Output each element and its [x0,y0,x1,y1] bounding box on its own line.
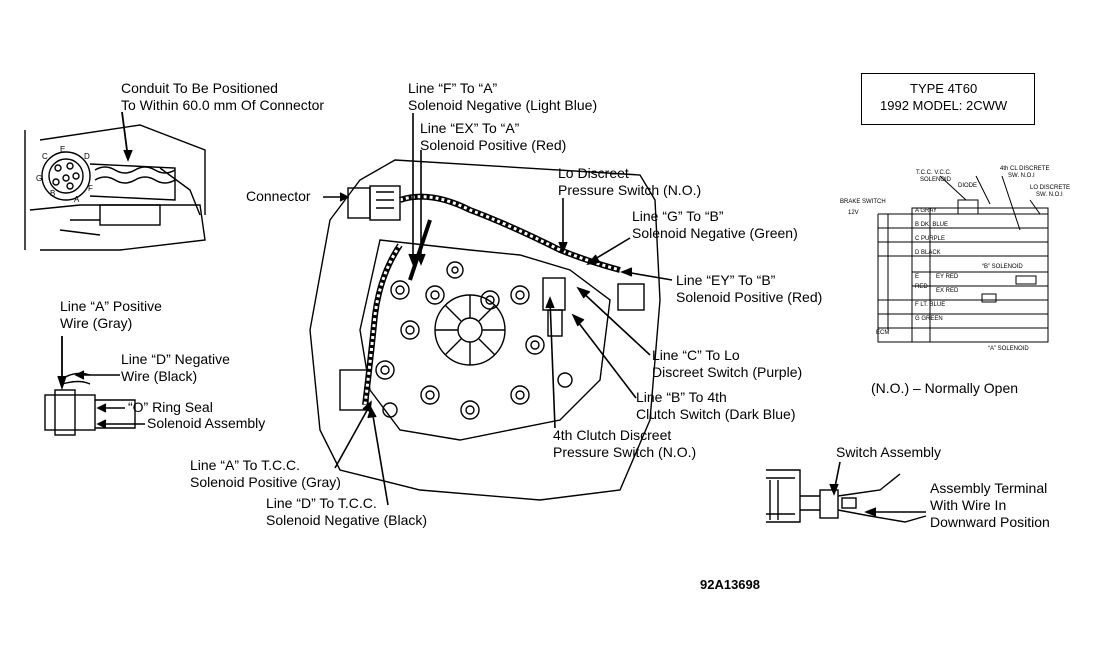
line-a-tcc-label-1: Line “A” To T.C.C. [190,457,300,473]
line-ey-label-2: Solenoid Positive (Red) [676,289,823,305]
switch-assembly-drawing [766,461,927,523]
line-d-tcc-label-2: Solenoid Negative (Black) [266,512,428,528]
wire-b-dk-blue: B DK. BLUE [915,222,949,228]
fourth-clutch-label-1: 4th Clutch Discreet [553,427,672,443]
line-f-label-1: Line “F” To “A” [408,80,498,96]
wiring-schematic-drawing [877,175,1049,343]
line-d-tcc-label-1: Line “D” To T.C.C. [266,495,377,511]
connector-detail-drawing [24,111,206,251]
wire-d-black: D BLACK [915,250,941,256]
fourth-cl-discrete-label-1: 4th CL DISCRETE [1000,166,1050,172]
line-ex-label-2: Solenoid Positive (Red) [420,137,567,153]
wire-f-lt-blue: F LT. BLUE [915,302,946,308]
pin-label-a: A [74,195,80,204]
lo-discrete-label-2: SW. N.O.I [1036,192,1063,198]
figure-id: 92A13698 [700,577,760,592]
terminal-label-1: Assembly Terminal [930,480,1048,496]
solenoid-assembly-label: Solenoid Assembly [147,415,266,431]
wire-ex-red: EX RED [936,288,959,294]
conduit-label-2: To Within 60.0 mm Of Connector [121,97,325,113]
line-b-label-1: Line “B” To 4th [636,389,727,405]
tcc-solenoid-label-1: T.C.C. V.C.C. [916,170,952,176]
terminal-label-2: With Wire In [930,497,1007,513]
lo-discrete-label-1: LO DISCRETE [1030,185,1071,191]
lo-discreet-label-2: Pressure Switch (N.O.) [558,182,702,198]
normally-open-legend: (N.O.) – Normally Open [871,380,1019,396]
pin-label-c: C [42,152,48,161]
fourth-clutch-label-2: Pressure Switch (N.O.) [553,444,697,460]
o-ring-seal-label: “O” Ring Seal [128,399,213,415]
line-ex-label-1: Line “EX” To “A” [420,120,520,136]
wire-ey-red: EY RED [936,274,959,280]
brake-switch-label: BRAKE SWITCH [840,199,886,205]
wire-e: E [915,274,920,280]
tcc-solenoid-label-2: SOLENOID [920,177,952,183]
line-a-positive-label-1: Line “A” Positive [60,298,162,314]
pin-label-b: B [50,189,56,198]
diode-label: DIODE [958,183,978,189]
line-a-positive-label-2: Wire (Gray) [60,315,133,331]
red-label: RED [915,284,928,290]
line-d-negative-label-2: Wire (Black) [121,368,198,384]
line-b-label-2: Clutch Switch (Dark Blue) [636,406,796,422]
fourth-cl-discrete-label-2: SW. N.O.I [1008,173,1035,179]
wire-g-green: G GREEN [915,316,943,322]
b-solenoid-label: “B” SOLENOID [982,264,1023,270]
wire-c-purple: C PURPLE [915,236,946,242]
wire-a-gray: A GRAY [915,208,937,214]
switch-assembly-label: Switch Assembly [836,444,942,460]
valve-body-drawing [309,113,673,506]
terminal-label-3: Downward Position [930,514,1050,530]
pin-label-d: D [84,152,90,161]
model-label: 1992 MODEL: 2CWW [880,98,1008,113]
line-g-label-2: Solenoid Negative (Green) [632,225,798,241]
line-c-label-2: Discreet Switch (Purple) [652,364,803,380]
a-solenoid-label: “A” SOLENOID [988,346,1029,352]
twelve-volt-label: 12V [848,210,859,216]
type-label: TYPE 4T60 [910,81,978,96]
conduit-label-1: Conduit To Be Positioned [121,80,278,96]
line-ey-label-1: Line “EY” To “B” [676,272,776,288]
pin-label-g: G [36,174,43,183]
type-model-box [861,73,1035,125]
line-g-label-1: Line “G” To “B” [632,208,724,224]
ecm-label: ECM [876,330,890,336]
solenoid-assembly-drawing [44,336,145,436]
pin-label-e: E [60,145,66,154]
pin-label-f: F [88,184,93,193]
lo-discreet-label-1: Lo Discreet [558,165,629,181]
line-a-tcc-label-2: Solenoid Positive (Gray) [190,474,341,490]
line-d-negative-label-1: Line “D” Negative [121,351,230,367]
connector-label: Connector [246,188,311,204]
line-c-label-1: Line “C” To Lo [652,347,740,363]
line-f-label-2: Solenoid Negative (Light Blue) [408,97,598,113]
